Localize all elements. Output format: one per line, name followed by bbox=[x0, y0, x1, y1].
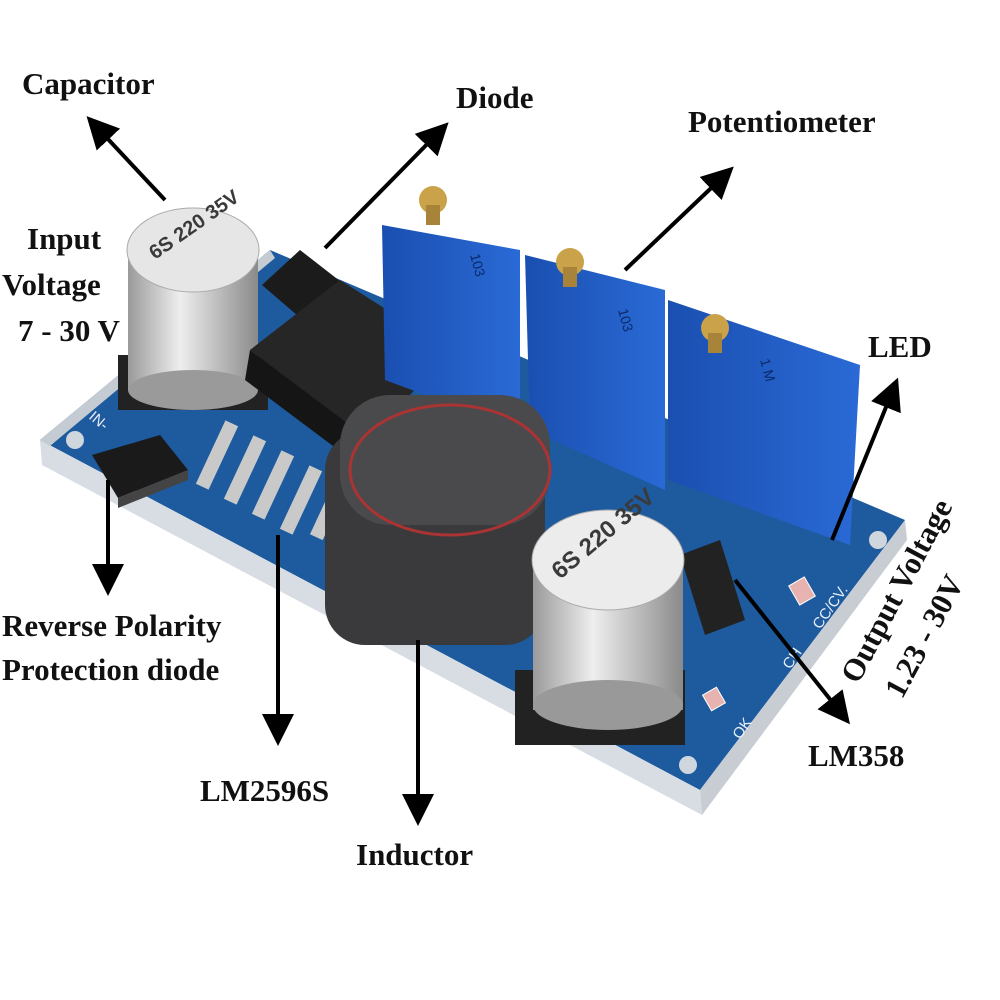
input-voltage-line-2: Voltage bbox=[2, 267, 101, 302]
inductor-component bbox=[325, 395, 552, 645]
label-lm358: LM358 bbox=[808, 738, 904, 773]
arrow-potentiometer bbox=[623, 166, 734, 272]
label-potentiometer: Potentiometer bbox=[688, 104, 876, 139]
lm358-chip bbox=[680, 540, 745, 635]
label-led: LED bbox=[868, 329, 932, 364]
pot-marking-1: 103 bbox=[467, 252, 489, 279]
led-component bbox=[788, 576, 816, 606]
input-voltage-line-3: 7 - 30 V bbox=[18, 313, 121, 348]
led-ok bbox=[701, 686, 727, 712]
arrow-lm358 bbox=[733, 578, 850, 725]
pot-marking-3: 1 M bbox=[757, 357, 778, 384]
reverse-polarity-line-1: Reverse Polarity bbox=[2, 608, 222, 643]
label-diode: Diode bbox=[456, 80, 534, 115]
label-lm2596s: LM2596S bbox=[200, 773, 329, 808]
label-inductor: Inductor bbox=[356, 837, 473, 872]
arrow-capacitor bbox=[86, 116, 167, 202]
arrow-led bbox=[830, 377, 901, 541]
input-capacitor: 6S 220 35V bbox=[118, 186, 268, 410]
pot-marking-2: 103 bbox=[615, 307, 637, 334]
reverse-polarity-line-2: Protection diode bbox=[2, 652, 219, 687]
output-capacitor: 6S 220 35V bbox=[515, 483, 685, 745]
annotation-arrows bbox=[86, 116, 901, 826]
potentiometers: 103 103 1 M bbox=[382, 186, 860, 545]
input-voltage-line-1: Input bbox=[27, 221, 102, 256]
label-reverse-polarity: Reverse Polarity Protection diode bbox=[2, 608, 222, 687]
reverse-polarity-diode bbox=[92, 435, 188, 508]
label-input-voltage: Input Voltage 7 - 30 V bbox=[2, 221, 121, 348]
arrow-diode bbox=[323, 122, 449, 250]
label-capacitor: Capacitor bbox=[22, 66, 155, 101]
